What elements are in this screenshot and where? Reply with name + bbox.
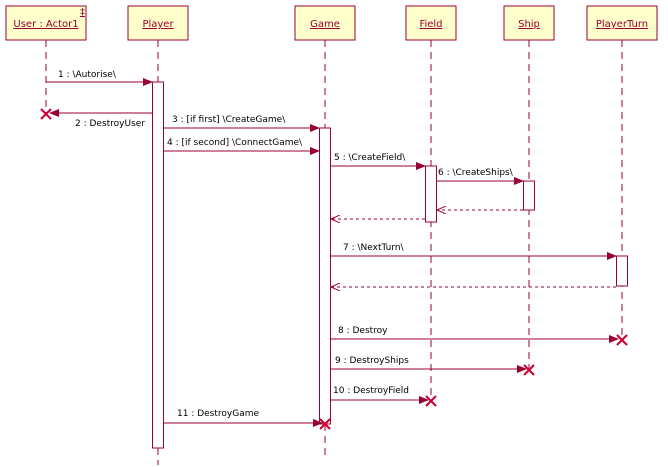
message-m2[interactable]: 2 : DestroyUser: [49, 109, 152, 129]
activation-playerturn-0: [616, 255, 628, 287]
message-m7[interactable]: 7 : \NextTurn\: [331, 243, 617, 260]
actor-stereotype-icon: ‡: [80, 7, 85, 18]
participant-box-game[interactable]: [294, 5, 356, 41]
participant-label-playerturn: PlayerTurn: [596, 19, 648, 30]
message-label-m6: 6 : \CreateShips\: [438, 168, 514, 178]
participant-label-player: Player: [142, 19, 174, 30]
message-m6[interactable]: 6 : \CreateShips\: [437, 168, 524, 185]
activation-field-0: [425, 165, 437, 223]
destroy-x-icon-user: [40, 108, 52, 120]
destroy-x-icon-ship: [523, 364, 535, 376]
participant-box-ship[interactable]: [503, 5, 555, 41]
lifeline-ship: Ship: [503, 5, 555, 371]
destroy-x-icon-field: [425, 395, 437, 407]
destroy-stroke-b: [616, 334, 628, 346]
participant-box-field[interactable]: [405, 5, 457, 41]
message-m10[interactable]: 10 : DestroyField: [331, 386, 429, 404]
participant-label-game: Game: [310, 19, 340, 30]
message-label-m11: 11 : DestroyGame: [177, 409, 259, 419]
message-label-m2: 2 : DestroyUser: [75, 119, 145, 129]
destroy-x-icon-playerturn: [616, 334, 628, 346]
message-m1[interactable]: 1 : \Autorise\: [46, 70, 153, 86]
participant-label-ship: Ship: [518, 19, 540, 30]
lifeline-user: User : Actor1‡: [5, 5, 87, 113]
message-m8[interactable]: 8 : Destroy: [331, 326, 619, 343]
message-label-m8: 8 : Destroy: [338, 326, 388, 336]
destroy-x-icon-game: [319, 418, 331, 430]
destroy-stroke-b: [40, 108, 52, 120]
message-label-m10: 10 : DestroyField: [333, 386, 409, 396]
message-m4[interactable]: 4 : [if second] \ConnectGame\: [164, 138, 320, 155]
destroy-stroke-b: [319, 418, 331, 430]
message-label-m5: 5 : \CreateField\: [334, 153, 406, 163]
message-label-m9: 9 : DestroyShips: [335, 356, 409, 366]
activation-game-0: [319, 127, 331, 425]
message-label-m1: 1 : \Autorise\: [58, 70, 117, 80]
destroy-stroke-b: [523, 364, 535, 376]
message-m5[interactable]: 5 : \CreateField\: [331, 153, 426, 170]
message-label-m7: 7 : \NextTurn\: [343, 243, 405, 253]
activation-player-0: [152, 81, 164, 449]
lifeline-field: Field: [405, 5, 457, 402]
message-m11[interactable]: 11 : DestroyGame: [164, 409, 323, 427]
participant-box-playerturn[interactable]: [586, 5, 658, 41]
message-m9[interactable]: 9 : DestroyShips: [331, 356, 527, 373]
message-label-m3: 3 : [if first] \CreateGame\: [172, 115, 286, 125]
message-label-m4: 4 : [if second] \ConnectGame\: [167, 138, 303, 148]
participant-box-user[interactable]: [5, 5, 87, 41]
lifeline-playerturn: PlayerTurn: [586, 5, 658, 340]
destroy-stroke-b: [425, 395, 437, 407]
participant-box-player[interactable]: [127, 5, 189, 41]
participant-label-field: Field: [419, 19, 442, 30]
activation-ship-0: [523, 180, 535, 211]
message-m3[interactable]: 3 : [if first] \CreateGame\: [164, 115, 320, 132]
participant-label-user: User : Actor1: [13, 19, 78, 30]
